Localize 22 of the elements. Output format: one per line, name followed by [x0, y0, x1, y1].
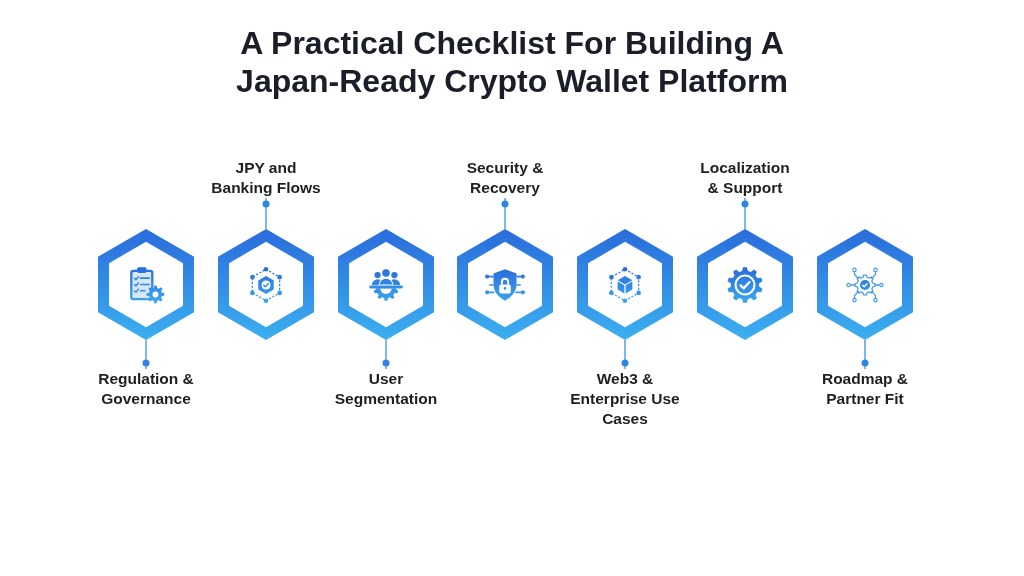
hexagon-frame [697, 229, 793, 340]
step-label: Roadmap & Partner Fit [805, 369, 925, 409]
step-label: Security & Recovery [445, 158, 565, 198]
step-label: Web3 & Enterprise Use Cases [562, 369, 688, 429]
hexagon-frame [577, 229, 673, 340]
leader-line [142, 339, 150, 370]
hexagon-frame [98, 229, 194, 340]
step-label: Regulation & Governance [86, 369, 206, 409]
leader-line [262, 197, 270, 230]
leader-line [741, 197, 749, 230]
leader-line [501, 197, 509, 230]
step-label: User Segmentation [326, 369, 446, 409]
leader-line [382, 339, 390, 370]
leader-line [861, 339, 869, 370]
title: A Practical Checklist For Building A Japan-Ready Crypto Wallet Platform [235, 24, 789, 100]
hexagon-frame [218, 229, 314, 340]
hexagon-frame [457, 229, 553, 340]
leader-line [621, 339, 629, 370]
step-label: JPY and Banking Flows [207, 158, 325, 198]
step-label: Localization & Support [696, 158, 794, 198]
hexagon-frame [338, 229, 434, 340]
hexagon-frame [817, 229, 913, 340]
